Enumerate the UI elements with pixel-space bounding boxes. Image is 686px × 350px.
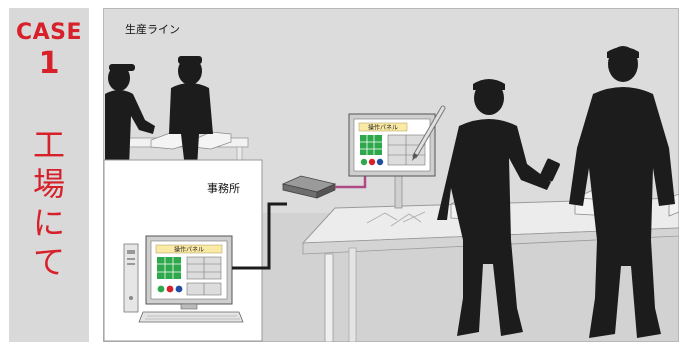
office-panel-label: 操作パネル — [174, 246, 204, 254]
pc-tower — [123, 243, 139, 313]
network-cable-office — [232, 202, 287, 270]
case-sidebar: CASE 1 工 場 に て — [9, 8, 89, 342]
case-title-char: に — [32, 204, 65, 242]
worker-with-tablet — [437, 79, 560, 336]
case-title-char: 工 — [32, 126, 65, 164]
case-title-char: 場 — [32, 165, 65, 203]
case-label: CASE — [15, 20, 83, 45]
office-label: 事務所 — [207, 181, 240, 195]
office-monitor: 操作パネル — [145, 235, 233, 310]
factory-illustration: 生産ライン 事務所 操作パネル — [103, 8, 679, 342]
network-cable-panel — [335, 174, 367, 189]
case-title: 工 場 に て — [9, 126, 89, 282]
production-line-label: 生産ライン — [125, 22, 180, 36]
back-worker-right — [169, 56, 213, 168]
stylus-pen — [412, 105, 446, 161]
case-number: 1 — [38, 46, 60, 81]
line-panel-label: 操作パネル — [368, 124, 398, 132]
network-hub — [281, 175, 337, 199]
back-worker-left — [105, 64, 155, 168]
case-title-char: て — [32, 243, 65, 281]
keyboard — [138, 311, 244, 323]
standing-worker — [569, 46, 675, 338]
